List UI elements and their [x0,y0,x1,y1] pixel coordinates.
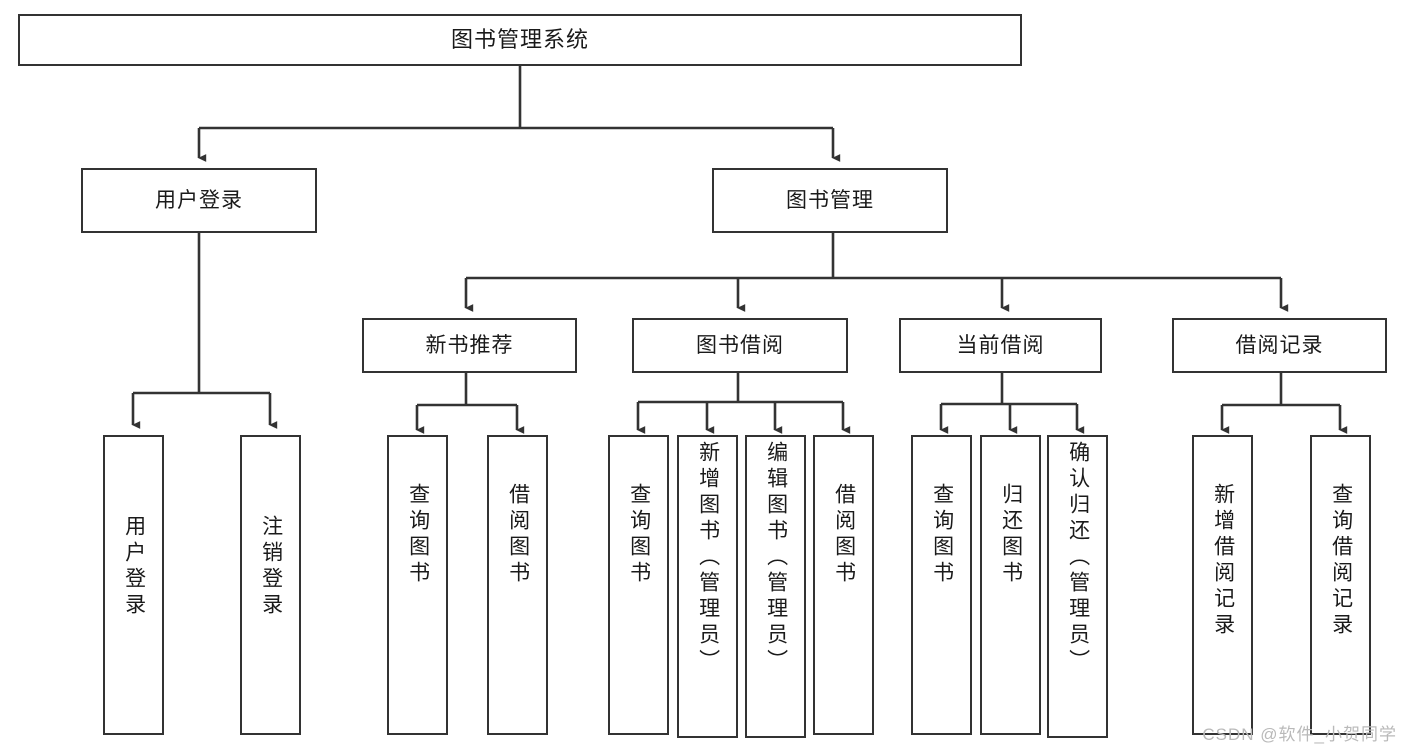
node-label: 新书推荐 [425,333,514,357]
node-label: 查询图书 [406,483,430,587]
node-root-book-management-system[interactable]: 图书管理系统 [18,14,1022,66]
leaf-return-book[interactable]: 归还图书 [980,435,1041,735]
leaf-borrow-book-1[interactable]: 借阅图书 [487,435,548,735]
leaf-query-book-3[interactable]: 查询图书 [911,435,972,735]
leaf-add-borrow-record[interactable]: 新增借阅记录 [1192,435,1253,735]
node-label: 新增图书（管理员） [696,441,720,675]
node-label: 借阅图书 [832,483,856,587]
leaf-query-book-2[interactable]: 查询图书 [608,435,669,735]
node-label: 查询图书 [930,483,954,587]
leaf-user-login[interactable]: 用户登录 [103,435,164,735]
node-label: 编辑图书（管理员） [764,441,788,675]
watermark-text: CSDN @软件_小贺同学 [1202,725,1397,744]
node-book-management[interactable]: 图书管理 [712,168,948,233]
node-label: 新增借阅记录 [1211,483,1235,639]
node-current-borrowing[interactable]: 当前借阅 [899,318,1102,373]
leaf-borrow-book-2[interactable]: 借阅图书 [813,435,874,735]
node-borrowing-record[interactable]: 借阅记录 [1172,318,1387,373]
node-label: 归还图书 [999,483,1023,587]
leaf-user-logout[interactable]: 注销登录 [240,435,301,735]
node-label: 图书管理系统 [450,26,589,52]
node-label: 图书管理 [786,188,874,212]
node-label: 用户登录 [155,188,243,212]
node-label: 注销登录 [259,515,283,619]
node-label: 图书借阅 [696,333,784,357]
leaf-confirm-return-admin[interactable]: 确认归还（管理员） [1047,435,1108,738]
node-user-login[interactable]: 用户登录 [81,168,317,233]
node-label: 确认归还（管理员） [1066,441,1090,675]
leaf-query-borrow-record[interactable]: 查询借阅记录 [1310,435,1371,735]
node-label: 借阅图书 [506,483,530,587]
node-new-book-recommendation[interactable]: 新书推荐 [362,318,577,373]
leaf-add-book-admin[interactable]: 新增图书（管理员） [677,435,738,738]
leaf-query-book-1[interactable]: 查询图书 [387,435,448,735]
leaf-edit-book-admin[interactable]: 编辑图书（管理员） [745,435,806,738]
node-label: 查询图书 [627,483,651,587]
node-label: 查询借阅记录 [1329,483,1353,639]
node-label: 当前借阅 [956,333,1045,357]
node-label: 借阅记录 [1235,333,1324,357]
node-label: 用户登录 [122,515,146,619]
node-book-borrowing[interactable]: 图书借阅 [632,318,848,373]
